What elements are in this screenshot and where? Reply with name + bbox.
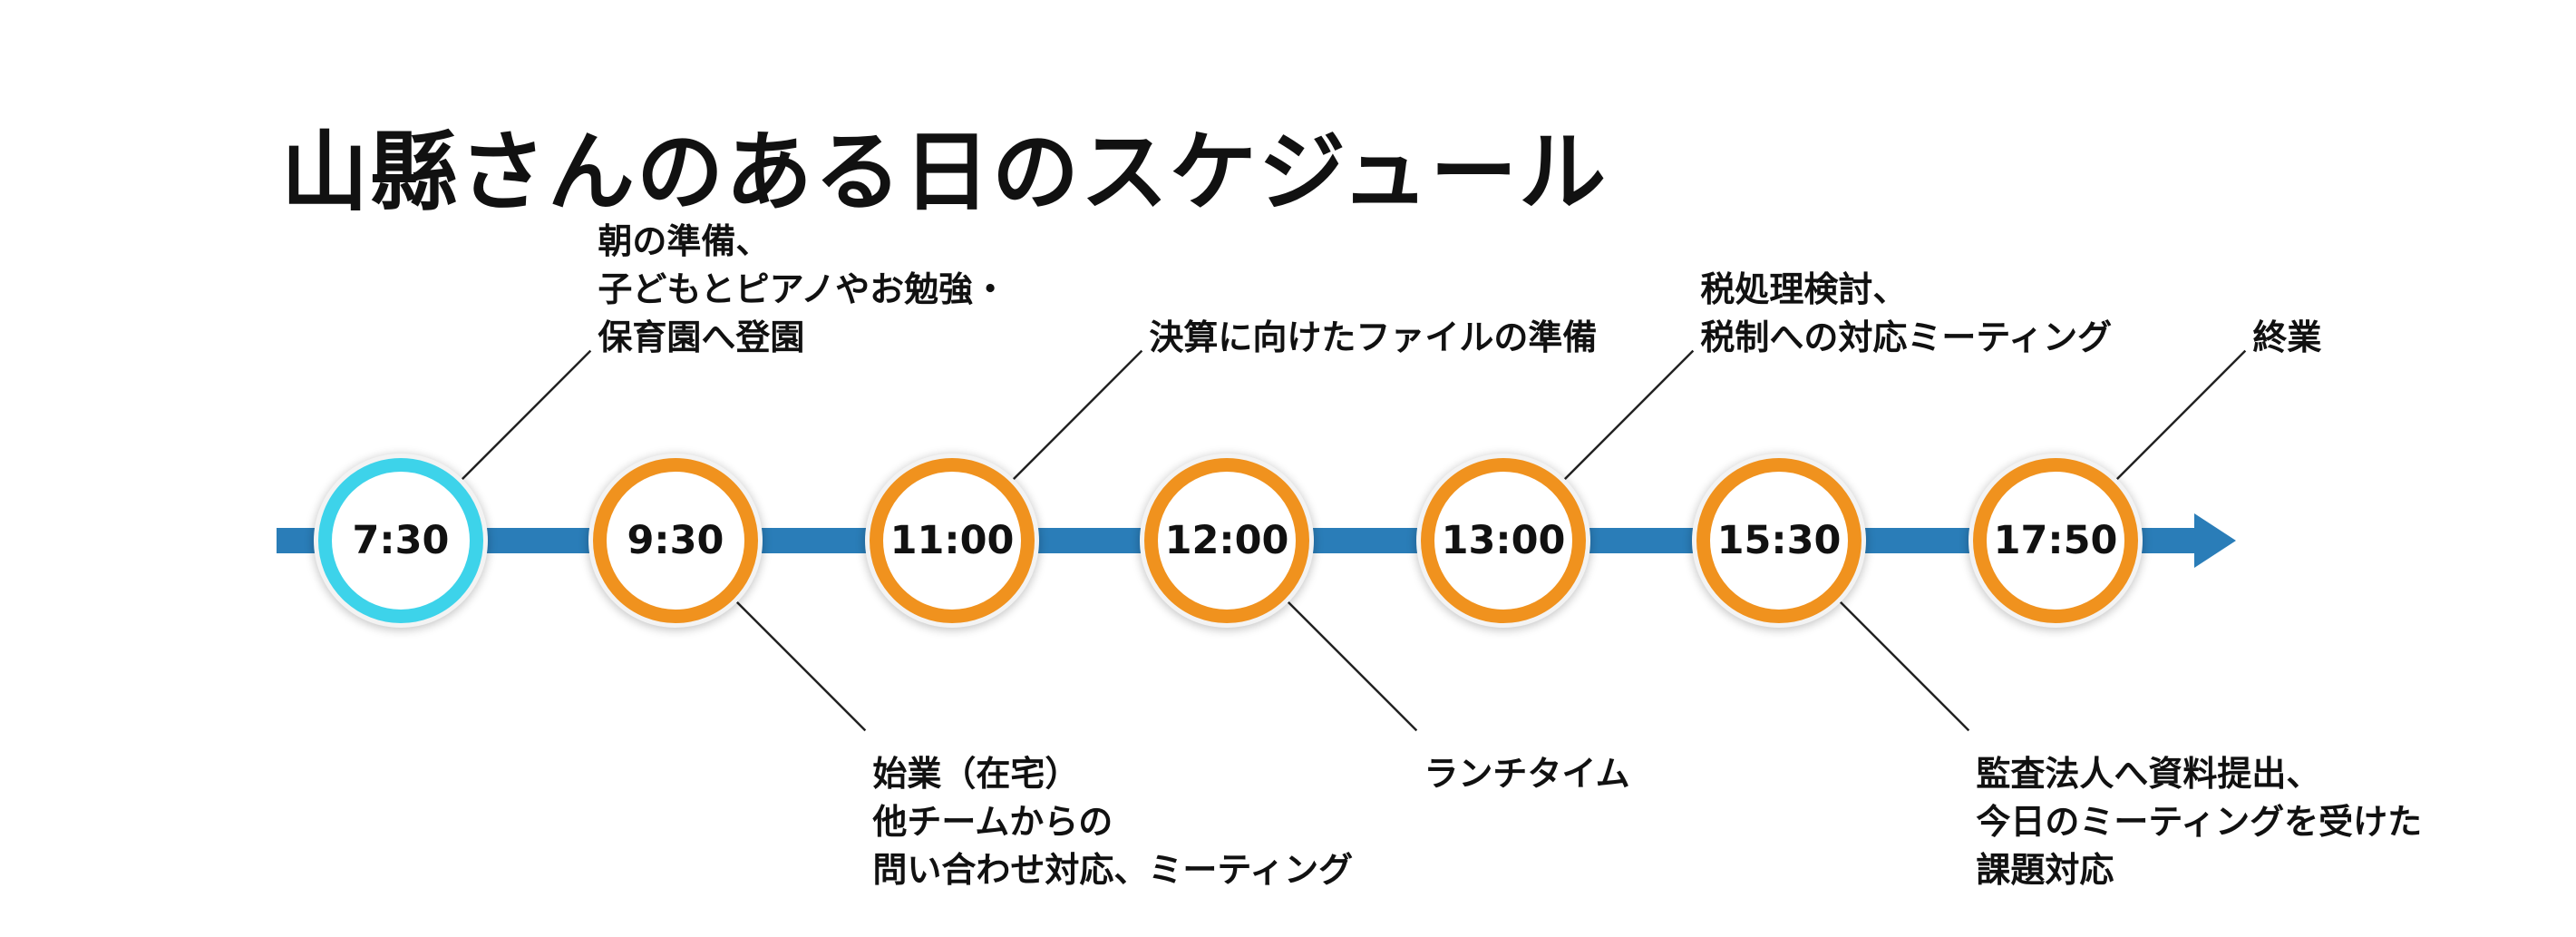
event-label-line: 課題対応 — [1976, 850, 2114, 891]
time-node-3: 12:00 — [1144, 458, 1309, 623]
connector-line-0 — [458, 349, 592, 483]
time-node-1: 9:30 — [593, 458, 758, 623]
event-label-0: 朝の準備、子どもとピアノやお勉強・保育園へ登園 — [598, 218, 1007, 362]
event-label-6: 終業 — [2252, 314, 2321, 362]
event-label-line: 終業 — [2252, 317, 2322, 357]
time-node-6: 17:50 — [1973, 458, 2138, 623]
time-node-2: 11:00 — [870, 458, 1035, 623]
event-label-line: 子どもとピアノやお勉強・ — [598, 268, 1008, 309]
connector-lines — [458, 349, 2247, 732]
connector-line-1 — [733, 598, 867, 732]
event-label-line: 税処理検討、 — [1700, 268, 1908, 309]
event-label-line: 監査法人へ資料提出、 — [1976, 754, 2321, 795]
time-node-0: 7:30 — [318, 458, 483, 623]
time-node-4: 13:00 — [1421, 458, 1586, 623]
event-label-line: 他チームからの — [872, 802, 1113, 843]
connector-line-6 — [2113, 349, 2247, 483]
event-label-line: ランチタイム — [1424, 754, 1630, 795]
event-label-2: 決算に向けたファイルの準備 — [1149, 314, 1597, 362]
event-label-line: 保育園へ登園 — [598, 317, 805, 357]
event-label-line: 朝の準備、 — [598, 220, 771, 261]
event-label-line: 今日のミーティングを受けた — [1976, 802, 2423, 843]
connector-line-5 — [1836, 598, 1970, 732]
time-node-5: 15:30 — [1696, 458, 1862, 623]
event-label-3: ランチタイム — [1424, 750, 1629, 798]
connector-line-2 — [1009, 349, 1143, 483]
timeline-arrow-head — [2194, 513, 2236, 568]
event-label-line: 決算に向けたファイルの準備 — [1149, 317, 1598, 357]
event-label-line: 税制への対応ミーティング — [1700, 317, 2113, 357]
connector-line-4 — [1560, 349, 1695, 483]
event-label-4: 税処理検討、税制への対応ミーティング — [1700, 266, 2112, 362]
connector-line-3 — [1284, 598, 1418, 732]
event-label-line: 問い合わせ対応、ミーティング — [872, 850, 1354, 891]
page-title: 山縣さんのある日のスケジュール — [281, 122, 1609, 223]
event-label-1: 始業（在宅） 他チームからの問い合わせ対応、ミーティング — [872, 750, 1353, 894]
event-label-line: 始業（在宅） — [872, 754, 1080, 795]
event-label-5: 監査法人へ資料提出、今日のミーティングを受けた課題対応 — [1976, 750, 2422, 894]
